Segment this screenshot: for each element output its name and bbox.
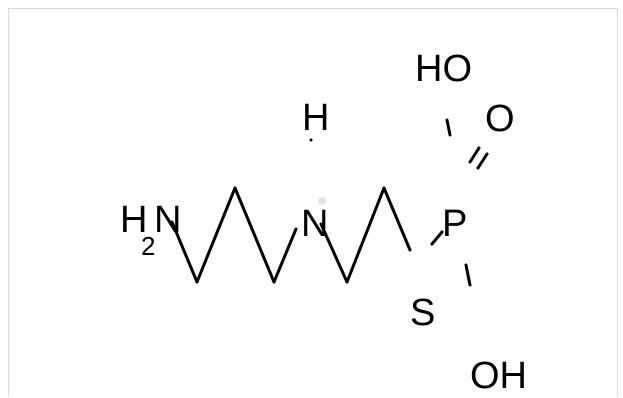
bond-c5-c6: [382, 186, 412, 252]
bond-s-p: [430, 230, 444, 246]
bond-p-o-double-a: [468, 146, 481, 164]
bond-c3-n2: [272, 227, 298, 284]
bond-p-oh-top: [445, 118, 452, 137]
oxo-label: O: [485, 98, 515, 140]
sulfur-label: S: [410, 292, 435, 334]
bond-p-oh-bottom: [464, 263, 472, 287]
hydroxyl-bottom-label: OH: [470, 355, 527, 397]
amine-n-label: N: [154, 199, 181, 241]
bond-c2-c3: [233, 186, 276, 284]
bond-c1-c2: [195, 186, 237, 284]
amine-h-label: H: [120, 199, 147, 241]
atom-labels: H 2 N H N S P HO O OH: [120, 48, 527, 397]
phosphorus-label: P: [442, 203, 467, 245]
structure-frame: [8, 8, 618, 396]
bond-p-o-double-b: [476, 152, 489, 170]
watermark-dot: [318, 197, 326, 205]
bond-n1-c1: [170, 220, 199, 284]
bond-c4-c5: [345, 186, 386, 284]
nh-h-label: H: [302, 97, 329, 139]
amine-subscript-label: 2: [141, 231, 155, 261]
bonds: [170, 118, 489, 287]
hydroxyl-top-label: HO: [415, 48, 472, 90]
bond-n2-c4: [319, 222, 349, 284]
nh-n-label: N: [301, 203, 328, 245]
